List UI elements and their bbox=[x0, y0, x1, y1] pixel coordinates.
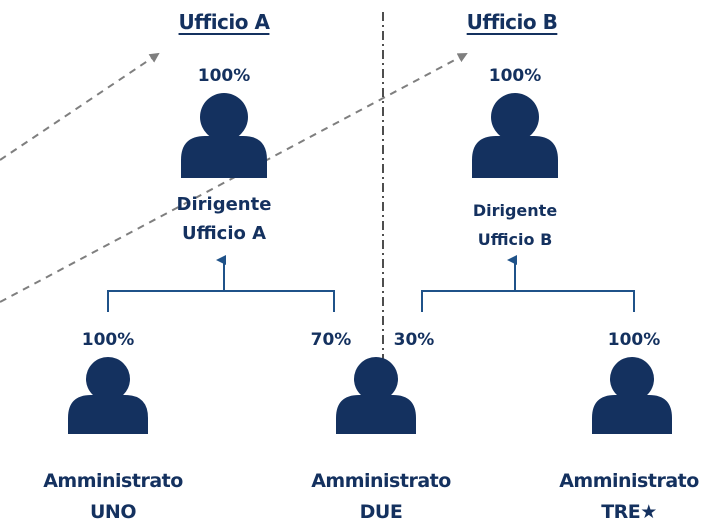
employee-due-label-line1: Amministrato bbox=[311, 470, 451, 492]
employee-due-percent-office-a: 70% bbox=[310, 330, 352, 350]
dashed-arrow-to-ufficio-a bbox=[0, 52, 160, 161]
employee-due-label-line2: DUE bbox=[359, 501, 403, 523]
person-icon bbox=[181, 93, 267, 178]
employee-tre-label: Amministrato TRE★ bbox=[534, 466, 724, 528]
manager-a-percent: 100% bbox=[197, 66, 251, 86]
manager-b-label: Dirigente Ufficio B bbox=[440, 196, 590, 254]
employee-due-label: Amministrato DUE bbox=[286, 466, 476, 528]
employee-due-percent-office-b: 30% bbox=[393, 330, 435, 350]
manager-a-label-line1: Dirigente bbox=[176, 194, 272, 215]
person-icon bbox=[68, 357, 148, 434]
employee-uno-label-line2: UNO bbox=[90, 501, 136, 523]
office-a-title: Ufficio A bbox=[178, 10, 270, 34]
employee-tre-percent: 100% bbox=[607, 330, 661, 350]
connector-office-a bbox=[107, 255, 335, 312]
employee-uno-label-line1: Amministrato bbox=[43, 470, 183, 492]
employee-tre-label-line1: Amministrato bbox=[559, 470, 699, 492]
manager-b-percent: 100% bbox=[488, 66, 542, 86]
office-b-title: Ufficio B bbox=[466, 10, 558, 34]
person-icon bbox=[592, 357, 672, 434]
employee-uno-label: Amministrato UNO bbox=[18, 466, 208, 528]
person-icon bbox=[336, 357, 416, 434]
manager-b-label-line2: Ufficio B bbox=[477, 230, 553, 249]
employee-uno-percent: 100% bbox=[81, 330, 135, 350]
person-icon bbox=[472, 93, 558, 178]
manager-b-label-line1: Dirigente bbox=[472, 201, 558, 220]
manager-a-label: Dirigente Ufficio A bbox=[149, 190, 299, 248]
manager-a-label-line2: Ufficio A bbox=[181, 223, 267, 244]
employee-tre-label-line2: TRE★ bbox=[601, 501, 657, 523]
connector-office-b bbox=[421, 255, 635, 312]
